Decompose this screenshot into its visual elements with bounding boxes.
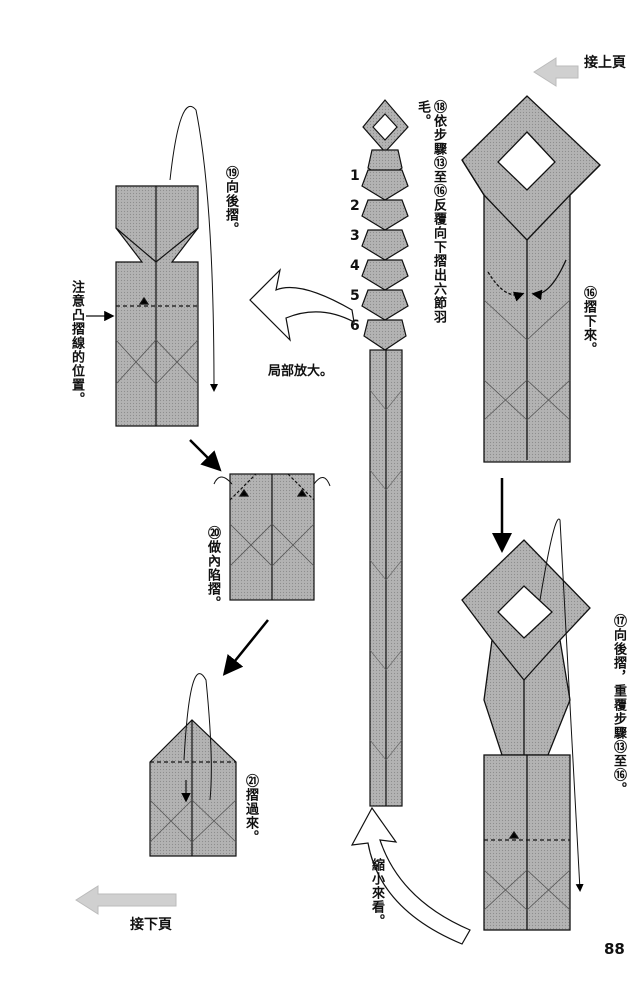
segment-number-4: 4 [350, 258, 360, 274]
step21-text: ㉑摺過來。 [243, 774, 258, 844]
step19-model [86, 105, 218, 427]
segment-number-6: 6 [350, 318, 360, 334]
step19-text: ⑲向後摺。 [223, 166, 238, 236]
page-number: 88 [604, 940, 625, 958]
zoom-out-note: 縮小來看。 [369, 858, 384, 928]
zoom-out-arrow [350, 806, 471, 945]
zoom-in-note: 局部放大。 [268, 364, 334, 379]
step20-model [213, 473, 331, 601]
step21-model [149, 673, 237, 857]
zoom-in-arrow [249, 268, 355, 342]
step18-text: ⑱依步驟⑬至⑯反覆向下摺出六節羽毛。 [415, 100, 446, 324]
step17-model [461, 518, 591, 931]
next-page-label: 接下頁 [130, 917, 172, 933]
step16-text: ⑯摺下來。 [581, 286, 596, 356]
step18-model [361, 99, 409, 807]
segment-number-5: 5 [350, 288, 360, 304]
segment-number-2: 2 [350, 198, 360, 214]
prev-page-label: 接上頁 [584, 55, 626, 71]
step17-text: ⑰向後摺，重覆步驟⑬至⑯。 [611, 614, 626, 796]
next-page-arrow [75, 885, 177, 915]
mountain-fold-note: 注意凸摺線的位置。 [69, 280, 84, 406]
segment-number-1: 1 [350, 168, 360, 184]
step16-model [461, 95, 601, 463]
segment-number-3: 3 [350, 228, 360, 244]
step20-text: ⑳做內陷摺。 [205, 526, 220, 610]
prev-page-arrow [533, 57, 579, 87]
